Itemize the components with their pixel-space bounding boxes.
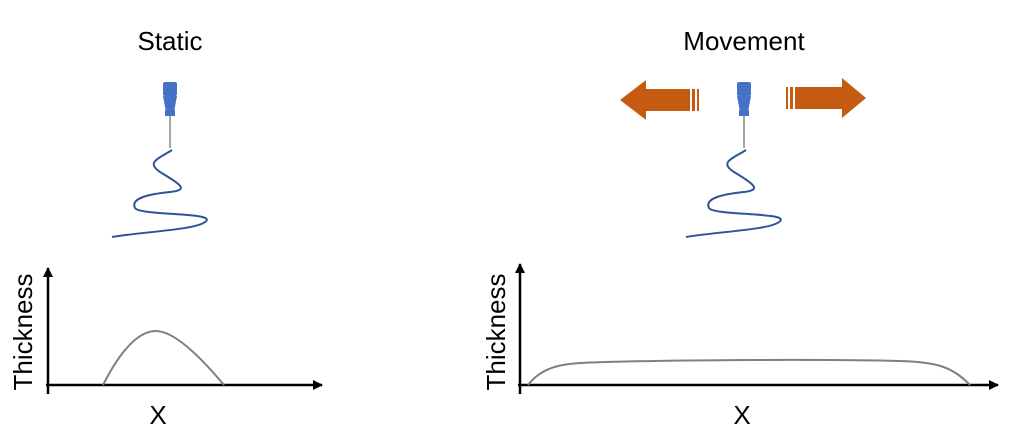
static-panel: Static Thickness X xyxy=(8,26,323,430)
movement-xlabel: X xyxy=(733,400,750,430)
static-title: Static xyxy=(137,26,202,56)
nozzle-icon xyxy=(163,82,177,148)
movement-thickness-profile xyxy=(527,358,971,386)
nozzle-icon xyxy=(737,82,751,148)
static-xlabel: X xyxy=(149,400,166,430)
fiber-spiral-icon xyxy=(111,149,208,238)
static-thickness-profile xyxy=(102,329,225,386)
arrow-right-icon xyxy=(786,78,866,118)
arrow-left-icon xyxy=(620,80,699,120)
movement-ylabel: Thickness xyxy=(481,273,511,390)
movement-title: Movement xyxy=(683,26,805,56)
static-ylabel: Thickness xyxy=(8,273,38,390)
fiber-spiral-icon xyxy=(685,149,782,238)
movement-panel: Movement Thickness X xyxy=(481,26,999,430)
